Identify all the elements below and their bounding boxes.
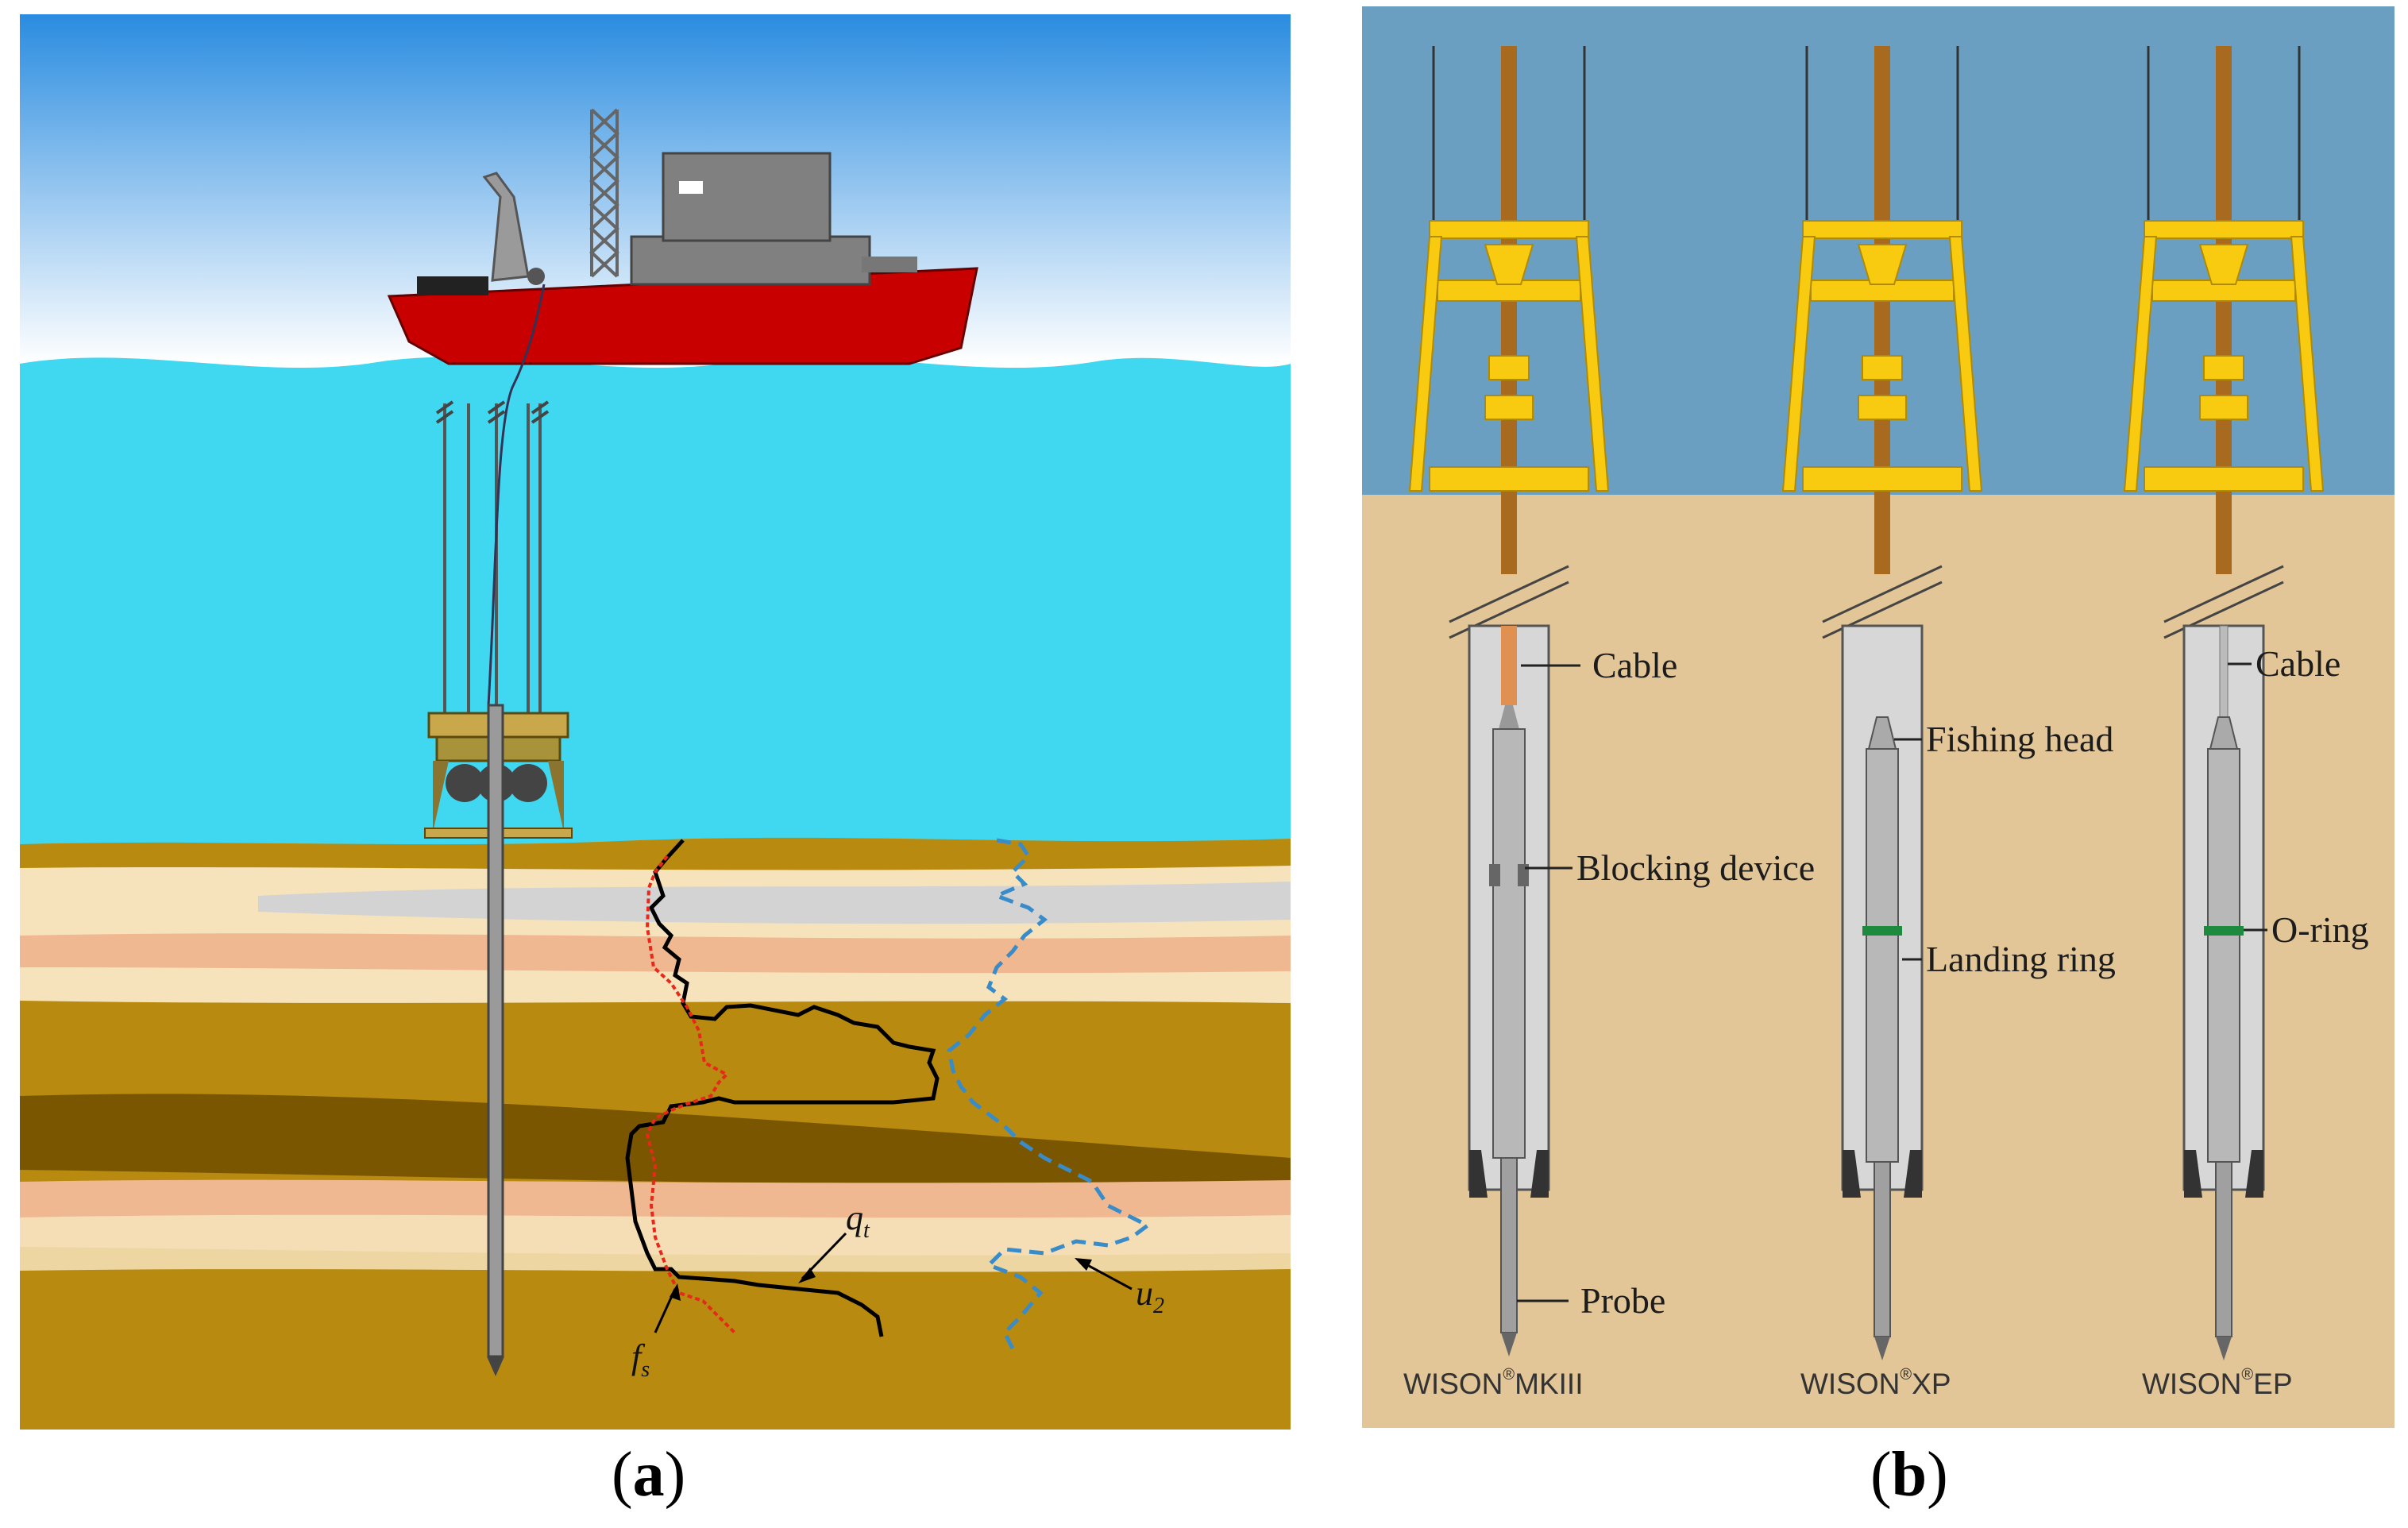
cpt-rod: [487, 704, 504, 1358]
label-blocking-device: Blocking device: [1576, 847, 1815, 888]
tool-body-mkiii: [1489, 705, 1529, 1356]
label-landing-ring: Landing ring: [1926, 939, 2116, 979]
landing-ring: [1862, 926, 1902, 936]
model-name-ep: WISON®EP: [2142, 1366, 2293, 1400]
sea: [20, 357, 1291, 864]
qt-curve: [625, 839, 940, 1337]
cable-break-marks: [435, 400, 550, 424]
tool-mkiii: [1408, 46, 1610, 1356]
caption-a: (a): [612, 1440, 686, 1510]
tool-body-ep: [2204, 716, 2244, 1360]
offshore-cpt-illustration: qt fs u2: [20, 14, 1291, 1430]
survey-vessel: [387, 108, 978, 365]
panel-b-downhole-cpt-tools: Cable Blocking device Probe Fishing head…: [1362, 6, 2394, 1428]
tool-ep: [2123, 46, 2325, 1360]
label-probe: Probe: [1580, 1280, 1665, 1321]
label-cable-ep: Cable: [2256, 643, 2340, 684]
suspension-cables: [443, 403, 542, 713]
seabed-frame-mkiii: [1408, 220, 1610, 492]
cone-tip: [487, 1356, 504, 1376]
caption-b: (b): [1870, 1440, 1948, 1510]
soil-layer-pink-upper: [20, 933, 1291, 974]
leader-lines: [1517, 662, 2267, 1302]
model-name-xp: WISON®XP: [1800, 1366, 1951, 1400]
umbilical-line: [487, 284, 546, 706]
soil-layer-grey: [258, 882, 1291, 924]
qt-label: qt: [846, 1198, 870, 1243]
tool-xp: [1781, 46, 1983, 1360]
label-cable-mkiii: Cable: [1592, 645, 1677, 685]
u2-label: u2: [1136, 1274, 1164, 1318]
seabed-frame-xp: [1781, 220, 1983, 492]
panel-a-offshore-cpt: qt fs u2: [20, 14, 1291, 1430]
label-o-ring: O-ring: [2271, 909, 2369, 950]
soil-layer-dark: [20, 1094, 1291, 1190]
seabed-frame-ep: [2123, 220, 2325, 492]
o-ring: [2204, 926, 2244, 936]
tool-body-xp: [1862, 716, 1902, 1360]
label-fishing-head: Fishing head: [1926, 719, 2113, 759]
wison-tools-illustration: Cable Blocking device Probe Fishing head…: [1362, 6, 2394, 1428]
soil-layer-cream-lower: [20, 1214, 1291, 1272]
lattice-mast: [589, 108, 619, 278]
model-name-mkiii: WISON®MKIII: [1403, 1366, 1583, 1400]
u2-curve: [947, 838, 1152, 1350]
fs-curve: [645, 855, 736, 1334]
